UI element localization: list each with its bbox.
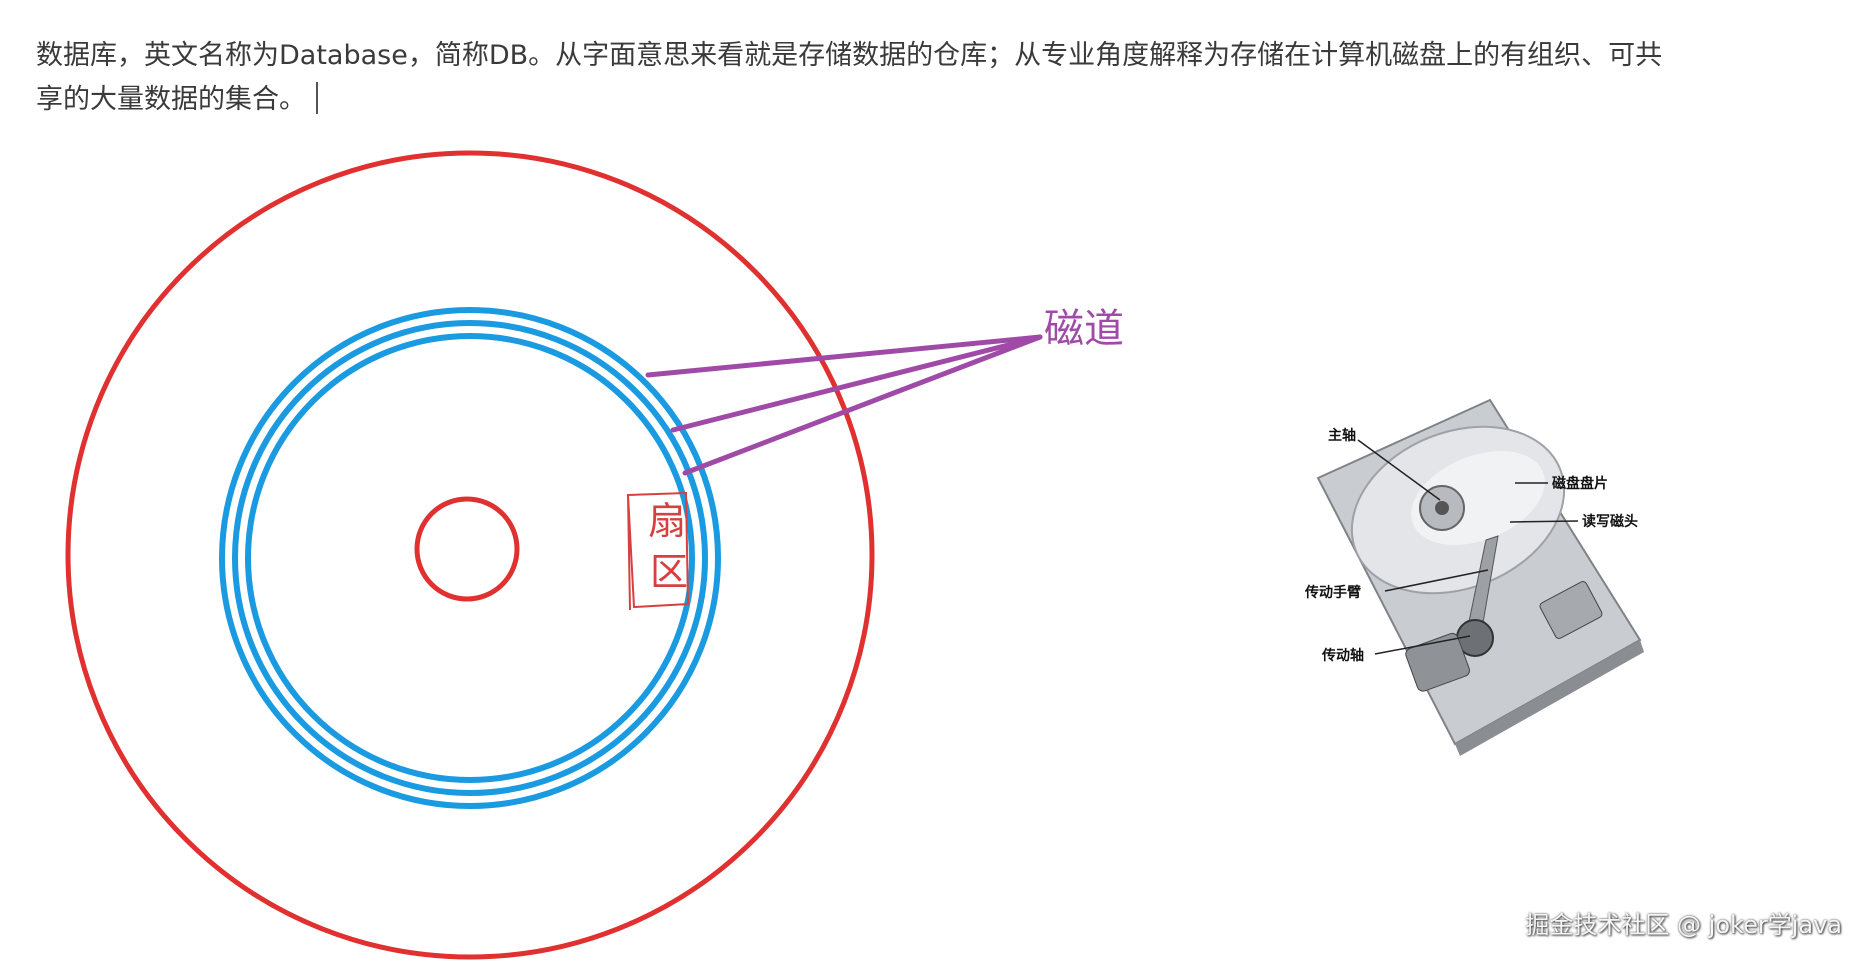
outer-disk-circle xyxy=(65,150,875,960)
description-paragraph: 数据库，英文名称为Database，简称DB。从字面意思来看就是存储数据的仓库；… xyxy=(36,34,1736,122)
hdd-label-arm: 传动手臂 xyxy=(1304,584,1361,601)
track-circle-middle xyxy=(232,320,708,796)
sector-label-1: 扇 xyxy=(648,499,686,543)
hdd-connector xyxy=(1539,581,1603,639)
hdd-case-side xyxy=(1455,640,1644,756)
hdd-pointer-axis xyxy=(1374,635,1471,655)
hdd-pointer-spindle xyxy=(1357,439,1441,501)
track-label: 磁道 xyxy=(1044,306,1124,352)
sector-label-2: 区 xyxy=(650,550,688,594)
track-pointer-line-2 xyxy=(670,334,1043,433)
spindle-circle xyxy=(414,496,520,602)
sector-box xyxy=(626,491,690,611)
hdd-magnet xyxy=(1405,632,1470,692)
hdd-label-spindle: 主轴 xyxy=(1328,427,1356,444)
track-circle-inner xyxy=(245,333,695,783)
track-pointer-line-1 xyxy=(645,334,1043,378)
hdd-label-axis: 传动轴 xyxy=(1321,647,1364,664)
paragraph-line-1: 数据库，英文名称为Database，简称DB。从字面意思来看就是存储数据的仓库；… xyxy=(36,40,1663,71)
hdd-spindle-center xyxy=(1435,501,1449,515)
paragraph-line-2-wrap: 享的大量数据的集合。 xyxy=(36,78,1736,122)
hdd-pointer-arm xyxy=(1384,569,1489,592)
hdd-photo: 主轴 磁盘盘片 读写磁头 传动手臂 传动轴 xyxy=(1304,398,1644,756)
track-circle-outer xyxy=(219,307,721,809)
text-caret xyxy=(316,82,318,114)
hdd-label-head: 读写磁头 xyxy=(1582,513,1638,530)
hdd-label-platter: 磁盘盘片 xyxy=(1552,475,1608,492)
paragraph-line-2: 享的大量数据的集合。 xyxy=(36,84,306,115)
track-pointer-line-3 xyxy=(682,334,1043,476)
hdd-pointer-head xyxy=(1509,520,1579,523)
watermark: 掘金技术社区 @ joker学java xyxy=(1525,911,1842,939)
